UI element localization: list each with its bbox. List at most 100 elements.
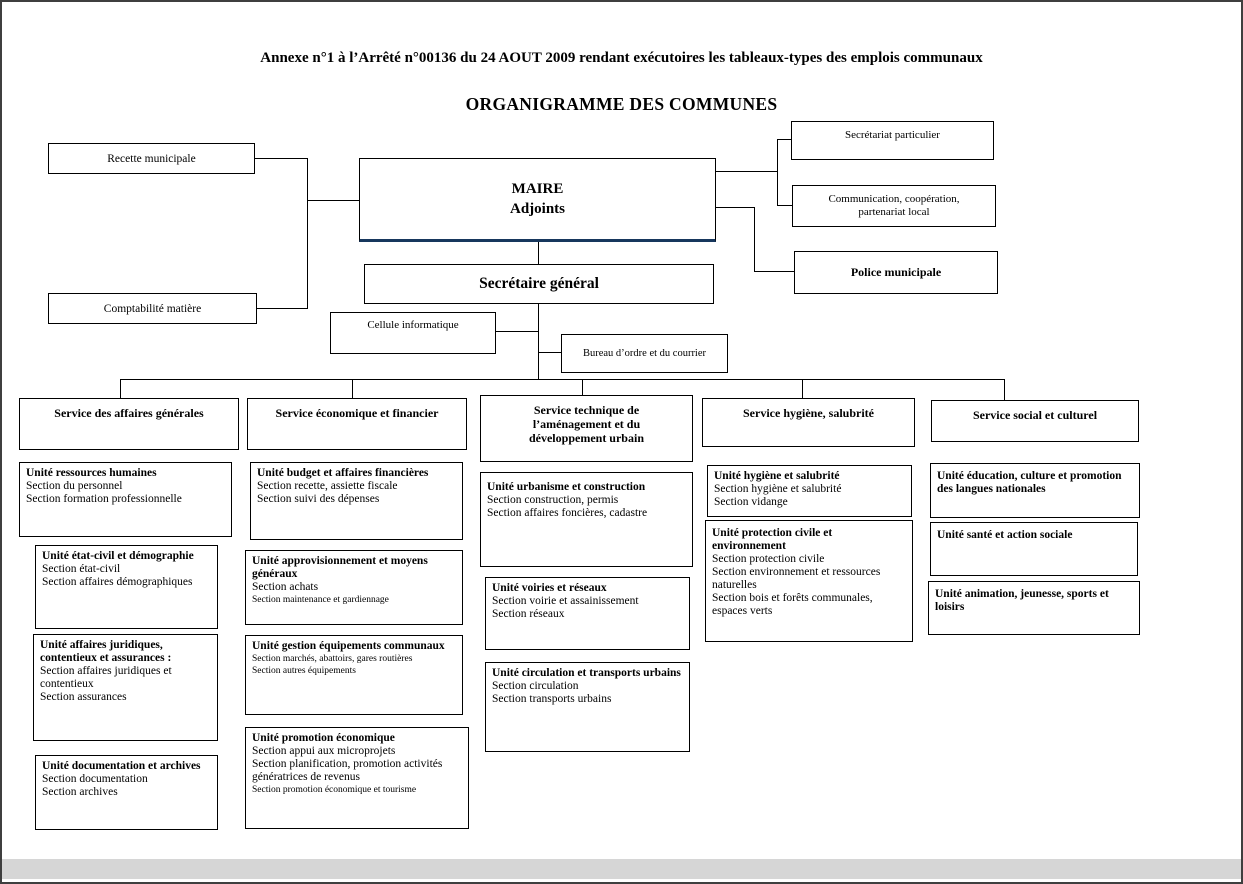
service-technique-amenagement: Service technique de l’aménagement et du… [480,395,693,462]
secretaire-general-label: Secrétaire général [479,275,599,292]
connector-drop-service-5 [1004,379,1005,400]
cellule-informatique-label: Cellule informatique [367,319,459,331]
service-social-culturel: Service social et culturel [931,400,1139,442]
unit-title: Unité gestion équipements communaux [252,640,445,652]
connector-drop-service-4 [802,379,803,398]
unit-animation-jeunesse-sports: Unité animation, jeunesse, sports et loi… [928,581,1140,635]
box-secretariat-particulier: Secrétariat particulier [791,121,994,160]
unit-title: Unité documentation et archives [42,760,201,772]
unit-section: Section suivi des dépenses [257,493,380,505]
connector-police-vertical [754,207,755,272]
unit-protection-civile-environnement: Unité protection civile et environnement… [705,520,913,642]
unit-section: Section réseaux [492,608,565,620]
connector-maire-secretaire [538,242,539,264]
service-label: Service social et culturel [972,408,1098,422]
unit-section: Section affaires foncières, cadastre [487,507,648,519]
unit-title: Unité animation, jeunesse, sports et loi… [935,588,1109,613]
unit-section: Section du personnel [26,480,123,492]
connector-maire-left [307,200,359,201]
unit-title: Unité affaires juridiques, contentieux e… [40,639,172,664]
connector-services-horizontal [120,379,1005,380]
unit-hygiene-salubrite: Unité hygiène et salubrité Section hygiè… [707,465,912,517]
connector-maire-right [716,171,777,172]
connector-recette [255,158,307,159]
unit-section: Section protection civile [712,553,825,565]
unit-title: Unité urbanisme et construction [487,481,646,493]
service-hygiene-salubrite: Service hygiène, salubrité [702,398,915,447]
unit-section: Section construction, permis [487,494,619,506]
unit-title: Unité promotion économique [252,732,395,744]
unit-section: Section environnement et ressources natu… [712,566,881,591]
connector-communication-stub [777,205,792,206]
box-secretaire-general: Secrétaire général [364,264,714,304]
unit-section: Section circulation [492,680,579,692]
recette-municipale-label: Recette municipale [107,152,196,165]
unit-section: Section recette, assiette fiscale [257,480,398,492]
unit-title: Unité état-civil et démographie [42,550,194,562]
box-police-municipale: Police municipale [794,251,998,294]
unit-urbanisme-construction: Unité urbanisme et construction Section … [480,472,693,567]
connector-comptabilite [257,308,307,309]
box-maire: MAIRE Adjoints [359,158,716,242]
unit-title: Unité ressources humaines [26,467,157,479]
connector-cellule [496,331,538,332]
unit-title: Unité budget et affaires financières [257,467,429,479]
service-label: Service des affaires générales [54,406,204,420]
unit-etat-civil-demographie: Unité état-civil et démographie Section … [35,545,218,629]
unit-section: Section planification, promotion activit… [252,758,443,783]
unit-voiries-reseaux: Unité voiries et réseaux Section voirie … [485,577,690,650]
connector-drop-service-2 [352,379,353,398]
connector-drop-service-1 [120,379,121,398]
unit-section: Section hygiène et salubrité [714,483,842,495]
unit-circulation-transports-urbains: Unité circulation et transports urbains … [485,662,690,752]
unit-title: Unité circulation et transports urbains [492,667,681,679]
box-bureau-ordre-courrier: Bureau d’ordre et du courrier [561,334,728,373]
connector-drop-service-3 [582,379,583,395]
unit-section: Section vidange [714,496,788,508]
maire-label: MAIRE [511,181,564,197]
connector-police-stub-top [716,207,754,208]
unit-title: Unité voiries et réseaux [492,582,607,594]
unit-gestion-equipements-communaux: Unité gestion équipements communaux Sect… [245,635,463,715]
adjoints-label: Adjoints [509,201,565,217]
connector-police [754,271,794,272]
unit-ressources-humaines: Unité ressources humaines Section du per… [19,462,232,537]
unit-section: Section état-civil [42,563,121,575]
unit-section: Section achats [252,581,319,593]
unit-affaires-juridiques: Unité affaires juridiques, contentieux e… [33,634,218,741]
service-label: Service technique de l’aménagement et du… [528,403,644,445]
unit-education-culture-langues: Unité éducation, culture et promotion de… [930,463,1140,518]
page-break-strip [2,859,1241,879]
service-affaires-generales: Service des affaires générales [19,398,239,450]
unit-title: Unité hygiène et salubrité [714,470,840,482]
unit-section: Section documentation [42,773,148,785]
unit-documentation-archives: Unité documentation et archives Section … [35,755,218,830]
connector-bureau [538,352,561,353]
comptabilite-matiere-label: Comptabilité matière [103,302,202,315]
unit-section: Section bois et forêts communales, espac… [712,592,873,617]
service-economique-financier: Service économique et financier [247,398,467,450]
box-comptabilite-matiere: Comptabilité matière [48,293,257,324]
service-label: Service hygiène, salubrité [743,406,874,420]
unit-section: Section maintenance et gardiennage [252,595,389,605]
connector-secretariat-stub [777,139,791,140]
box-cellule-informatique: Cellule informatique [330,312,496,354]
unit-section: Section autres équipements [252,666,356,676]
secretariat-particulier-label: Secrétariat particulier [845,129,940,141]
unit-section: Section formation professionnelle [26,493,182,505]
unit-section: Section affaires juridiques et contentie… [40,665,172,690]
service-label: Service économique et financier [275,406,439,420]
communication-label: Communication, coopération, partenariat … [828,193,960,218]
unit-section: Section voirie et assainissement [492,595,639,607]
unit-approvisionnement-moyens-generaux: Unité approvisionnement et moyens généra… [245,550,463,625]
unit-promotion-economique: Unité promotion économique Section appui… [245,727,469,829]
connector-right-vertical [777,139,778,206]
connector-secretaire-services [538,304,539,380]
unit-title: Unité protection civile et environnement [712,527,833,552]
unit-section: Section marchés, abattoirs, gares routiè… [252,654,413,664]
unit-section: Section assurances [40,691,127,703]
unit-title: Unité éducation, culture et promotion de… [937,470,1122,495]
unit-title: Unité approvisionnement et moyens généra… [252,555,428,580]
unit-title: Unité santé et action sociale [937,529,1073,541]
box-recette-municipale: Recette municipale [48,143,255,174]
